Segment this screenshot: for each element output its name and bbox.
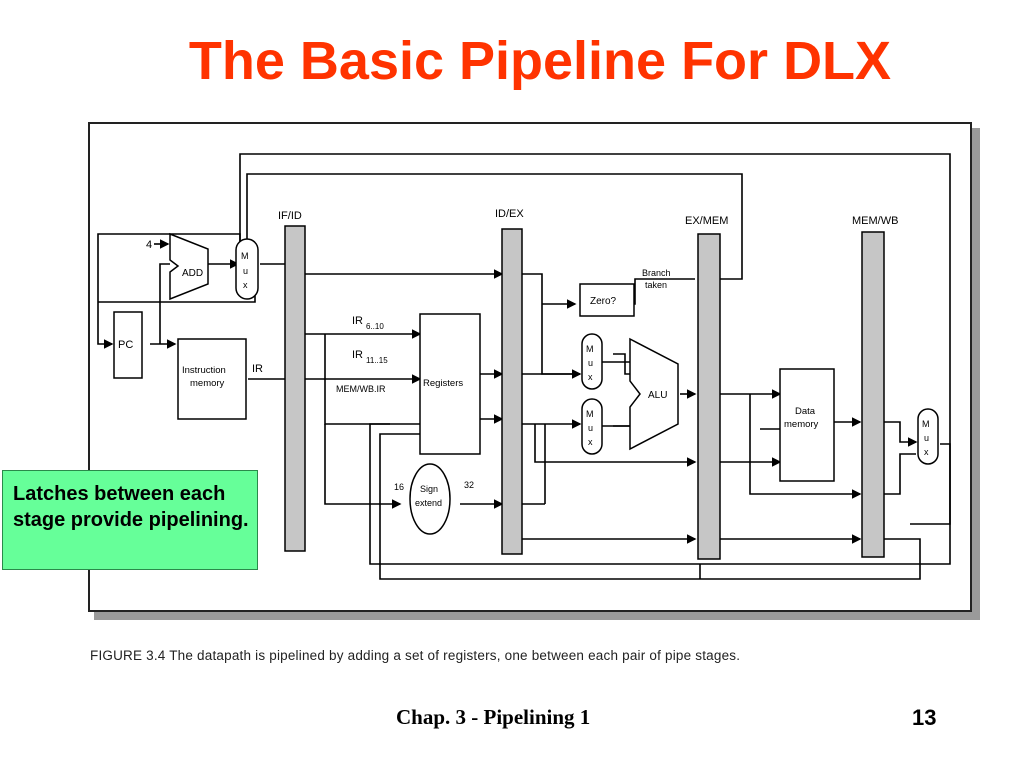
mem-wb-ir-label: MEM/WB.IR [336,384,386,394]
branch-taken-label-1: Branch [642,268,671,278]
zero-test [579,283,635,317]
svg-text:x: x [243,280,248,290]
sign-extend-label-1: Sign [420,484,438,494]
adder-block [169,232,209,301]
wb-mux [917,408,939,465]
datapath-diagram: IF/ID ID/EX EX/MEM MEM/WB PC ADD 4 [97,153,951,580]
data-memory-label-1: Data [795,406,816,417]
pc-mux [235,238,259,300]
figure-frame: IF/ID ID/EX EX/MEM MEM/WB PC ADD 4 [88,122,972,612]
svg-text:M: M [241,251,249,261]
ir-11-15-sub: 11..15 [366,356,388,365]
svg-text:u: u [588,358,593,368]
alu-label: ALU [648,390,667,401]
bits-16-label: 16 [394,482,404,492]
ir-6-10-label: IR [352,315,363,327]
zero-test-label: Zero? [590,296,617,307]
svg-text:M: M [586,409,594,419]
svg-text:M: M [586,344,594,354]
svg-text:u: u [588,423,593,433]
adder-label: ADD [182,268,203,279]
pc-label: PC [118,339,133,351]
ir-6-10-sub: 6..10 [366,322,384,331]
svg-text:x: x [588,372,593,382]
instruction-memory-label-2: memory [190,378,225,389]
wire-branch-loop [246,173,743,280]
slide-title: The Basic Pipeline For DLX [188,31,892,91]
latch-id-ex-label: ID/EX [495,208,524,220]
latch-ex-mem: EX/MEM [685,215,728,560]
instruction-memory-label-1: Instruction [182,365,226,376]
svg-text:x: x [588,437,593,447]
footer-chapter: Chap. 3 - Pipelining 1 [396,705,591,729]
latch-mem-wb: MEM/WB [852,215,898,558]
pc-register [113,311,143,379]
svg-text:u: u [243,266,248,276]
figure-caption: FIGURE 3.4 The datapath is pipelined by … [90,648,741,663]
alu-block [629,337,679,451]
latches-callout: Latches between each stage provide pipel… [2,470,258,570]
latch-ex-mem-label: EX/MEM [685,215,728,227]
latch-if-id: IF/ID [278,210,306,552]
latch-id-ex: ID/EX [495,208,524,555]
latch-if-id-label: IF/ID [278,210,302,222]
wire-top-loop [239,153,951,525]
latch-mem-wb-label: MEM/WB [852,215,898,227]
pipeline-figure: IF/ID ID/EX EX/MEM MEM/WB PC ADD 4 [88,122,980,620]
data-memory-label-2: memory [784,419,819,430]
branch-taken-label-2: taken [645,280,667,290]
svg-text:u: u [924,433,929,443]
adder-input-label: 4 [146,239,152,251]
instruction-memory [177,338,247,420]
data-memory [779,368,835,482]
footer-page-number: 13 [912,705,937,730]
sign-extend-label-2: extend [415,498,442,508]
register-file-label: Registers [423,378,463,389]
register-file [419,313,481,455]
svg-text:M: M [922,419,930,429]
ir-11-15-label: IR [352,349,363,361]
svg-text:x: x [924,447,929,457]
ir-label: IR [252,363,263,375]
bits-32-label: 32 [464,480,474,490]
sign-extend [409,463,451,535]
